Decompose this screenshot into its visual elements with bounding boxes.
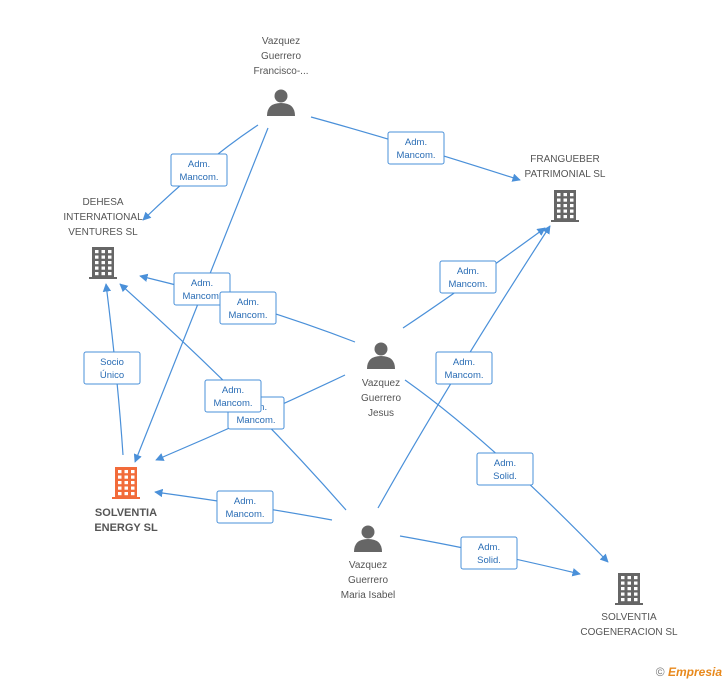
node-label: ENERGY SL — [94, 522, 158, 534]
edge-label-text: Solid. — [493, 471, 517, 482]
edge-label-francisco-dehesa[interactable]: Adm. Mancom. — [170, 153, 228, 187]
node-label: FRANGUEBER — [530, 154, 599, 165]
edge-label-jesus-dehesa[interactable]: Adm. Mancom. — [219, 291, 277, 325]
node-label: Vazquez — [362, 378, 400, 389]
edge-label-text: Socio — [100, 357, 124, 368]
node-label: Guerrero — [348, 575, 388, 586]
edge-label-francisco-frangueber[interactable]: Adm. Mancom. — [387, 131, 445, 165]
brand-name: Empresia — [667, 665, 722, 679]
node-label: PATRIMONIAL SL — [525, 169, 606, 180]
node-frangueber[interactable]: FRANGUEBER PATRIMONIAL SL — [525, 154, 606, 222]
building-icon — [615, 573, 643, 605]
node-label: Maria Isabel — [341, 590, 395, 601]
person-icon — [354, 525, 382, 552]
edge-label-text: Mancom. — [225, 509, 264, 520]
node-label: VENTURES SL — [68, 227, 138, 238]
edge-label-text: Mancom. — [179, 172, 218, 183]
edge-label-francisco-solventia[interactable]: Adm. Mancom. — [173, 272, 231, 306]
edge-label-text: Adm. — [494, 458, 516, 469]
node-label: DEHESA — [82, 197, 123, 208]
node-label: Guerrero — [261, 51, 301, 62]
edge-label-text: Adm. — [237, 297, 259, 308]
person-icon — [267, 89, 295, 116]
edge-label-text: Único — [100, 370, 124, 381]
edge-label-box — [204, 379, 262, 413]
node-label: Jesus — [368, 408, 394, 419]
node-label: COGENERACION SL — [580, 627, 678, 638]
copyright-symbol: © — [655, 665, 665, 679]
node-dehesa[interactable]: DEHESA INTERNATIONAL VENTURES SL — [63, 197, 143, 279]
edge-label-text: Adm. — [457, 266, 479, 277]
edge-label-text: Adm. — [453, 357, 475, 368]
edge-label-jesus-frangueber[interactable]: Adm. Mancom. — [439, 260, 497, 294]
node-francisco[interactable]: VazquezGuerreroFrancisco-... — [253, 36, 309, 116]
edge-label-box — [439, 260, 497, 294]
edge-label-box — [83, 351, 141, 385]
edge-label-text: Mancom. — [182, 291, 221, 302]
edge-label-text: Adm. — [405, 137, 427, 148]
edge-label-maria-frangueber[interactable]: Adm. Mancom. — [435, 351, 493, 385]
node-solventia[interactable]: SOLVENTIA ENERGY SL — [94, 467, 158, 534]
edge-label-maria-cogeneracion[interactable]: Adm. Solid. — [460, 536, 518, 570]
node-label: Guerrero — [361, 393, 401, 404]
edge-label-text: Mancom. — [213, 398, 252, 409]
edge-label-text: Adm. — [188, 159, 210, 170]
edge-label-box — [219, 291, 277, 325]
nodes-layer: VazquezGuerreroFrancisco-...FRANGUEBERPA… — [63, 36, 678, 638]
edge-label-text: Mancom. — [228, 310, 267, 321]
edge-label-maria-solventia[interactable]: Adm. Mancom. — [216, 490, 274, 524]
edge-label-maria-dehesa[interactable]: Adm. Mancom. — [204, 379, 262, 413]
node-label: Francisco-... — [253, 66, 308, 77]
edge-label-text: Mancom. — [236, 415, 275, 426]
edge-label-text: Mancom. — [448, 279, 487, 290]
node-cogeneracion[interactable]: SOLVENTIA COGENERACION SL — [580, 573, 678, 638]
edge-label-box — [476, 452, 534, 486]
edge-label-box — [170, 153, 228, 187]
edge-label-text: Adm. — [234, 496, 256, 507]
edge-label-box — [216, 490, 274, 524]
edge-label-text: Mancom. — [396, 150, 435, 161]
edge-label-box — [387, 131, 445, 165]
edge-label-jesus-cogeneracion[interactable]: Adm. Solid. — [476, 452, 534, 486]
node-label: SOLVENTIA — [95, 507, 157, 519]
edge-labels-layer: Adm. Mancom. Adm. Mancom. Adm. Mancom. Adm. Man… — [83, 131, 534, 570]
node-label: INTERNATIONAL — [63, 212, 143, 223]
edge-label-box — [435, 351, 493, 385]
edge-label-box — [173, 272, 231, 306]
edge-label-text: Adm. — [478, 542, 500, 553]
edge-label-text: Mancom. — [444, 370, 483, 381]
building-icon — [89, 247, 117, 279]
node-label: Vazquez — [262, 36, 300, 47]
edge-label-text: Adm. — [222, 385, 244, 396]
person-icon — [367, 342, 395, 369]
edge-label-text: Solid. — [477, 555, 501, 566]
edge-label-box — [460, 536, 518, 570]
edge-label-text: Adm. — [191, 278, 213, 289]
building-icon — [112, 467, 140, 499]
footer-brand[interactable]: © Empresia — [656, 665, 722, 679]
node-label: SOLVENTIA — [601, 612, 657, 623]
building-icon — [551, 190, 579, 222]
node-label: Vazquez — [349, 560, 387, 571]
